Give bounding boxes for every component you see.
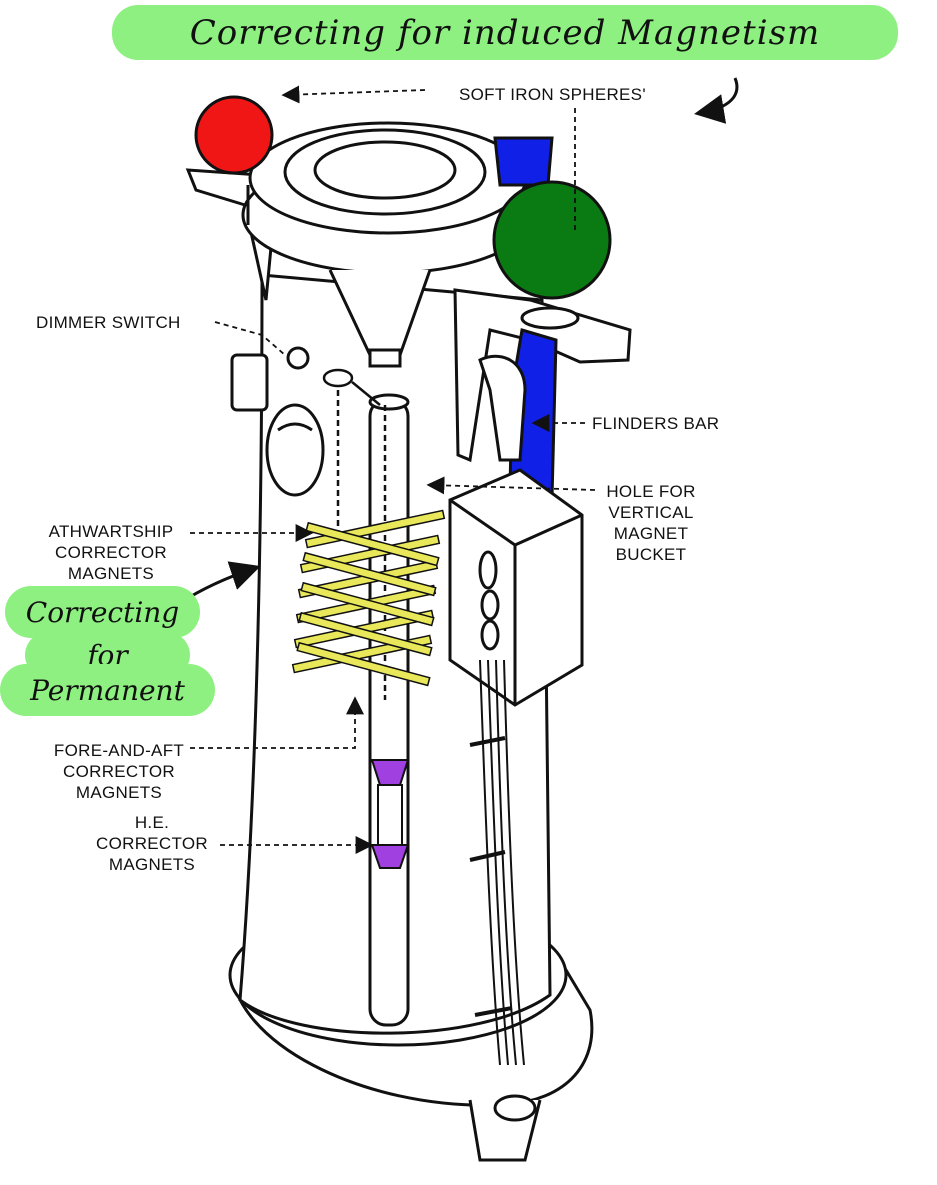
compass-bowl [241,121,535,368]
dimmer-switch [230,346,310,412]
label-dimmer-switch: DIMMER SWITCH [36,313,181,332]
vertical-magnet-tube [368,393,410,1027]
label-flinders-bar: FLINDERS BAR [592,414,720,433]
green-soft-iron-sphere [492,180,612,300]
blue-bucket-top [493,136,554,187]
red-soft-iron-sphere [194,95,274,175]
permanent-annotation-line1: Correcting [5,586,200,638]
he-corrector-magnets [370,759,410,869]
label-he-corrector-magnets: H.E. CORRECTOR MAGNETS [96,813,208,874]
label-athwartship-corrector-magnets: ATHWARTSHIP CORRECTOR MAGNETS [48,522,174,583]
label-fore-and-aft-corrector-magnets: FORE-AND-AFT CORRECTOR MAGNETS [53,741,185,802]
label-soft-iron-spheres: SOFT IRON SPHERES' [459,85,646,104]
corrector-magnets [291,509,446,687]
gauge-dial [265,403,325,497]
leader-lines [190,85,596,854]
right-sphere-bracket [453,288,632,463]
label-hole-for-vertical-magnet-bucket: HOLE FOR VERTICAL MAGNET BUCKET [606,482,696,564]
induced-magnetism-annotation: Correcting for induced Magnetism [112,5,898,60]
cables [469,659,525,1066]
junction-box [448,468,584,707]
permanent-annotation-line3: Permanent [0,664,215,716]
induced-magnetism-text: Correcting for induced Magnetism [189,12,821,53]
